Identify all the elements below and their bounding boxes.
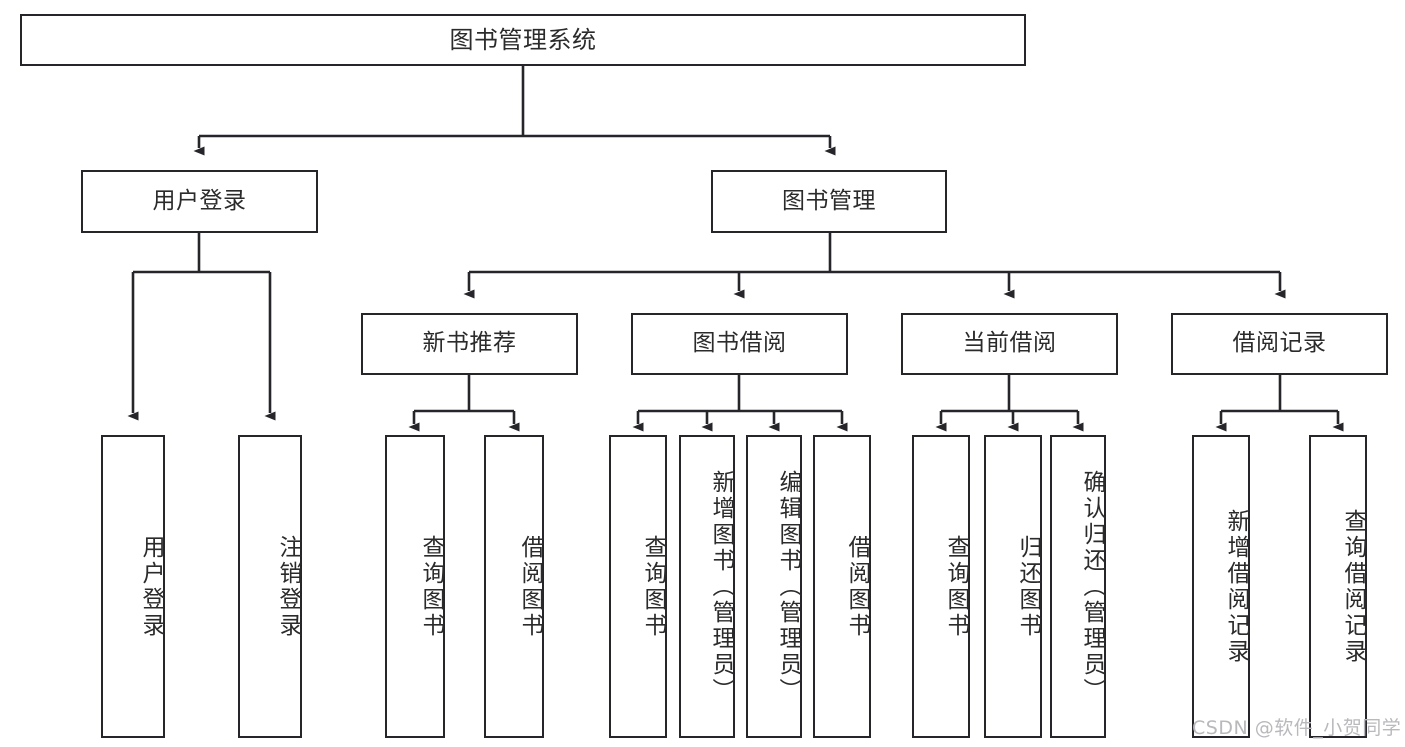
node-leaf-add-borrow-record[interactable]: 新增借阅记录 [1192,435,1250,738]
node-borrow-record[interactable]: 借阅记录 [1171,313,1388,375]
node-leaf-user-login[interactable]: 用户登录 [101,435,165,738]
node-leaf-query-book-borrow[interactable]: 查询图书 [609,435,667,738]
node-leaf-borrow-book-rec[interactable]: 借阅图书 [484,435,544,738]
node-new-book-recommend[interactable]: 新书推荐 [361,313,578,375]
node-book-manage[interactable]: 图书管理 [711,170,947,233]
node-leaf-confirm-return-admin[interactable]: 确认归还（管理员） [1050,435,1106,738]
node-leaf-query-borrow-record[interactable]: 查询借阅记录 [1309,435,1367,738]
node-leaf-add-book-admin[interactable]: 新增图书（管理员） [679,435,735,738]
node-leaf-borrow-book[interactable]: 借阅图书 [813,435,871,738]
node-user-login[interactable]: 用户登录 [81,170,318,233]
node-root[interactable]: 图书管理系统 [20,14,1026,66]
node-current-borrow[interactable]: 当前借阅 [901,313,1118,375]
csdn-watermark: CSDN @软件_小贺同学 [1192,717,1402,739]
node-book-borrow[interactable]: 图书借阅 [631,313,848,375]
node-leaf-user-logout[interactable]: 注销登录 [238,435,302,738]
node-leaf-edit-book-admin[interactable]: 编辑图书（管理员） [746,435,802,738]
node-leaf-return-book[interactable]: 归还图书 [984,435,1042,738]
node-leaf-query-book-rec[interactable]: 查询图书 [385,435,445,738]
node-leaf-query-book-cur[interactable]: 查询图书 [912,435,970,738]
